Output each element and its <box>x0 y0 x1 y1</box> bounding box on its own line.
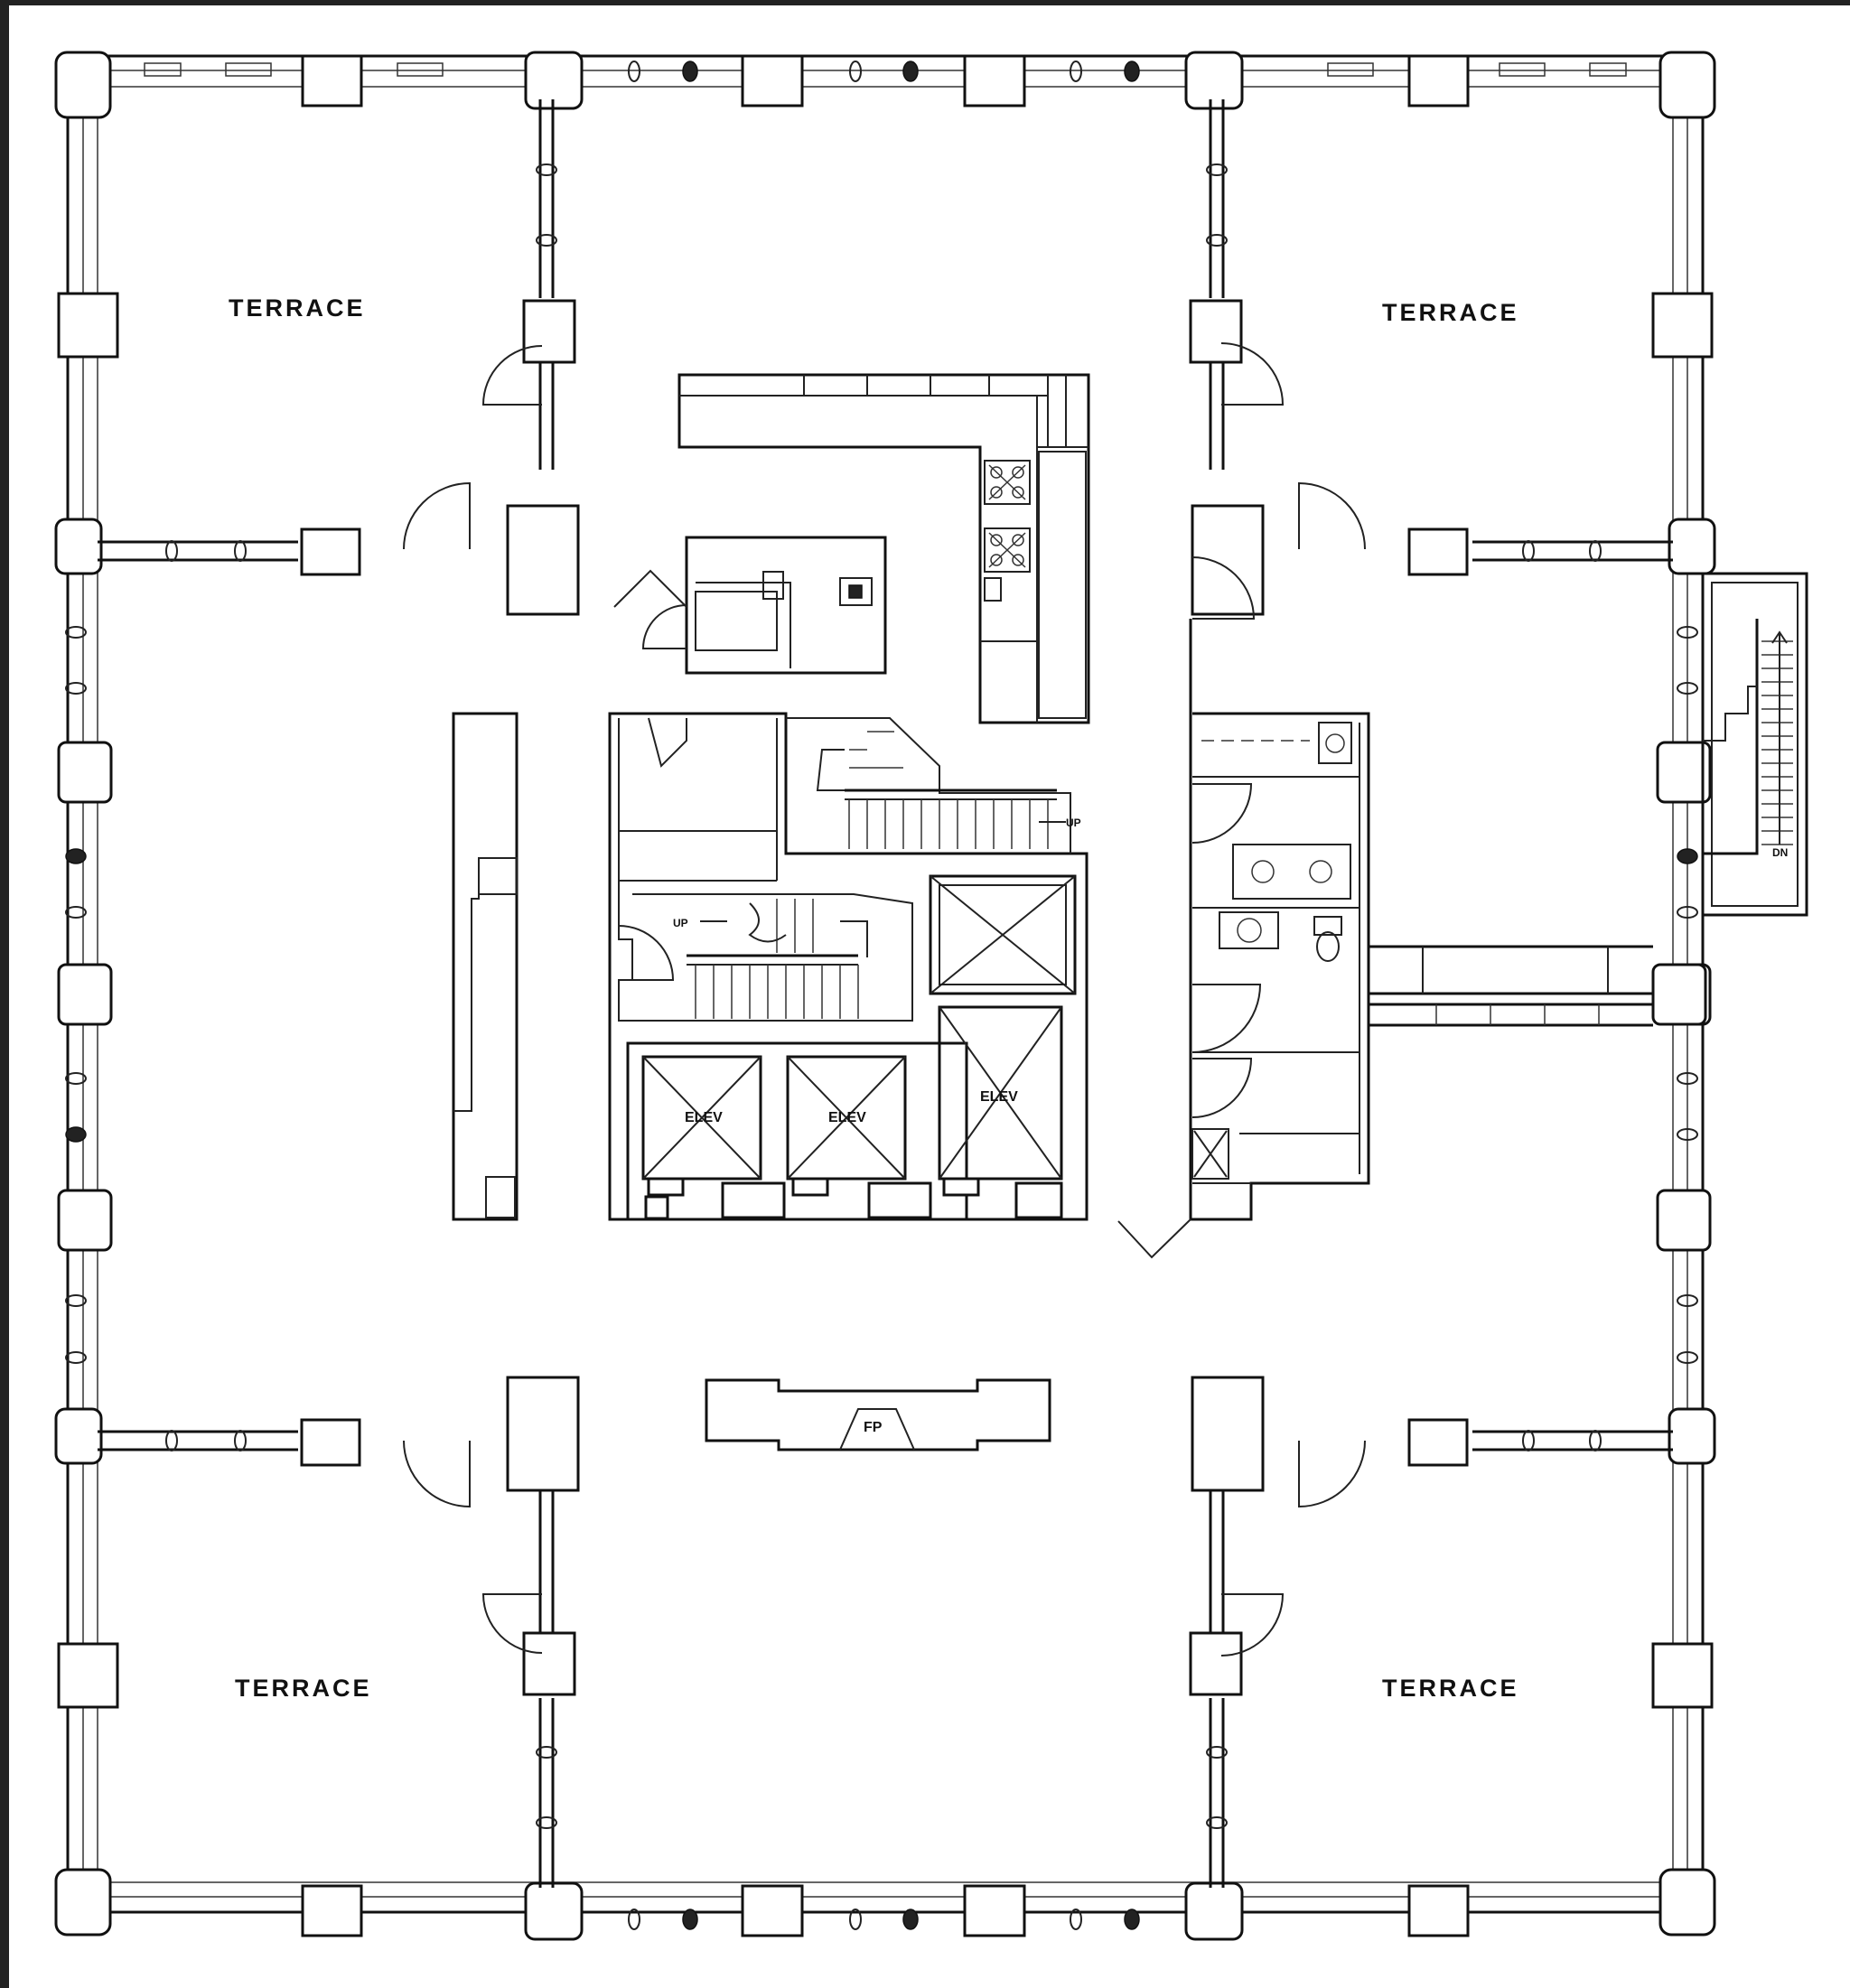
dn-stair-label: DN <box>1772 846 1788 859</box>
east-balcony <box>1369 945 1707 1027</box>
fireplace: FP <box>705 1378 1051 1451</box>
top-wall-piers <box>144 51 1627 110</box>
corner-piers <box>54 51 1716 1937</box>
kitchen-island <box>613 536 887 675</box>
elev-3-label: ELEV <box>980 1089 1018 1105</box>
terrace-ne-label: TERRACE <box>1382 299 1519 326</box>
terrace-nw-walls <box>98 99 580 616</box>
lower-stair: UP <box>618 881 913 1022</box>
fireplace-label: FP <box>864 1420 883 1435</box>
up-stair-label: UP <box>1066 817 1081 829</box>
elev-2-label: ELEV <box>828 1110 866 1125</box>
left-wall-piers <box>57 292 119 1709</box>
upper-stair: UP <box>786 717 1081 854</box>
west-counter <box>452 712 519 1221</box>
core-walls <box>608 712 1089 1221</box>
terrace-se-label: TERRACE <box>1382 1675 1519 1702</box>
exterior-stair: DN <box>1701 572 1808 917</box>
elev-1-label: ELEV <box>685 1110 723 1125</box>
terrace-ne-walls <box>1189 99 1673 616</box>
elevator-shafts: ELEV ELEV ELEV <box>626 874 1077 1221</box>
terrace-sw-label: TERRACE <box>235 1675 372 1702</box>
terrace-nw-label: TERRACE <box>229 294 366 322</box>
kitchen-counter <box>677 373 1090 724</box>
frame-top-edge <box>0 0 1850 5</box>
up-stair-2-label: UP <box>673 917 688 929</box>
terrace-sw-walls <box>98 1376 580 1888</box>
terrace-se-walls <box>1189 1376 1673 1888</box>
bath-block <box>1117 556 1370 1259</box>
bottom-wall-piers <box>301 1881 1470 1941</box>
frame-left-edge <box>0 0 9 1988</box>
